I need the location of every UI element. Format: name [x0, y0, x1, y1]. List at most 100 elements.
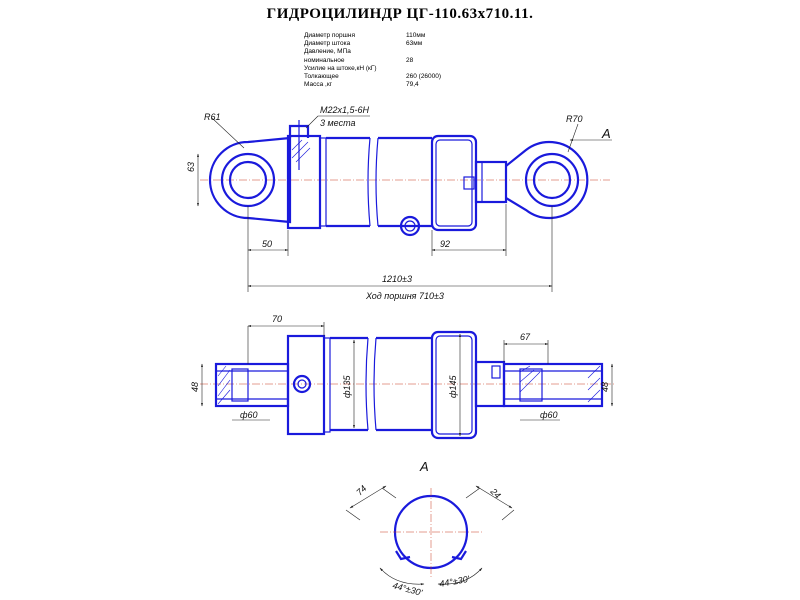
barrel-break-left [367, 137, 371, 227]
ext-74 [381, 487, 397, 499]
barrel-plan-break-right [373, 337, 377, 431]
leader-r61 [211, 117, 245, 149]
view-a: A 74 24 44°±30' 44°±30' [345, 459, 515, 598]
top-view: R61 M22x1,5-6H 3 места R70 A 63 50 92 12… [186, 105, 612, 301]
barrel-plan-right [376, 336, 432, 432]
view-a-notch-left [395, 550, 411, 561]
dim-stroke: Ход поршня 710±3 [365, 291, 444, 301]
spec-row-push: Толкающее 260 (26000) [304, 73, 484, 81]
rear-port-plan-outer [292, 374, 312, 394]
spec-row-pressure: Давление, МПа [304, 48, 484, 56]
dim-places: 3 места [320, 118, 355, 128]
spec-label: Давление, МПа [304, 48, 351, 56]
hatch-line [217, 379, 231, 397]
barrel-right-segment [378, 136, 432, 228]
barrel-plan-break-left [365, 337, 369, 431]
barrel-plan-left [330, 336, 368, 432]
front-head-plan-inner [435, 335, 473, 435]
right-clevis [502, 362, 604, 408]
rod-plan-key [491, 365, 501, 379]
dim-63: 63 [186, 162, 196, 172]
rear-port-fitting [288, 120, 311, 170]
rear-head-flange [319, 137, 327, 227]
front-head-slot [463, 176, 475, 190]
dim-thread: M22x1,5-6H [320, 105, 370, 115]
hatch-line [519, 365, 531, 373]
spec-label: Диаметр поршня [304, 32, 355, 39]
spec-row-nominal: номинальное 28 [304, 57, 484, 65]
right-eye-outline [505, 140, 589, 220]
drawing-title: ГИДРОЦИЛИНДР ЦГ-110.63х710.11. [266, 6, 534, 22]
spec-row-piston: Диаметр поршня 110мм [304, 32, 484, 40]
dim-ang-right: 44°±30' [439, 574, 471, 589]
hatch-line [587, 365, 601, 379]
barrel-port-inner [404, 220, 416, 232]
ext-24-b [501, 509, 515, 521]
spec-row-force: Усилие на штоке,кН (кГ) [304, 65, 484, 73]
dim-phi145: ф145 [448, 374, 458, 398]
spec-label: Усилие на штоке,кН (кГ) [304, 64, 377, 72]
rear-flange-plan [323, 337, 331, 433]
spec-value: 110мм [406, 32, 426, 39]
dim-line-74 [349, 485, 387, 509]
dim-48-left: 48 [190, 382, 200, 392]
dim-24: 24 [488, 486, 503, 501]
rear-head [286, 134, 322, 230]
front-head-inner [435, 139, 473, 227]
dim-50: 50 [262, 239, 272, 249]
left-bushing [231, 368, 249, 402]
spec-value: 79,4 [406, 81, 419, 89]
spec-value: 28 [406, 56, 414, 64]
hatch-line [587, 389, 601, 403]
left-clevis [214, 362, 290, 408]
hatch-line [519, 369, 535, 383]
dim-70: 70 [272, 314, 282, 324]
spec-value: 63мм [406, 40, 423, 48]
dim-line-24 [475, 485, 513, 509]
leader-r70 [567, 123, 579, 153]
spec-label: Толкающее [304, 72, 339, 80]
middle-view: 70 67 48 48 ф60 ф60 ф135 ф145 [190, 314, 615, 440]
arc-ang-right [437, 567, 483, 586]
ext-24 [465, 487, 481, 499]
spec-label: Масса ,кг [304, 81, 333, 89]
arc-ang-left [379, 567, 425, 586]
dim-48-right: 48 [600, 382, 610, 392]
barrel-break-right [375, 137, 379, 227]
left-eye-bore-inner [228, 160, 268, 200]
hatch-line [587, 377, 601, 391]
view-a-title: A [419, 459, 429, 474]
dim-r70: R70 [566, 114, 583, 124]
spec-label: Диаметр штока [304, 40, 351, 48]
view-a-arrow-label: A [601, 126, 611, 141]
dim-74: 74 [354, 483, 368, 497]
hatch-line [291, 141, 309, 159]
dim-phi60-right: ф60 [540, 410, 558, 420]
hatch-line [295, 147, 311, 163]
dim-92: 92 [440, 239, 450, 249]
piston-rod [474, 160, 508, 204]
view-a-notch-right [451, 550, 467, 561]
hatch-line [291, 139, 303, 151]
dim-1210: 1210±3 [382, 274, 412, 284]
front-head [430, 134, 478, 232]
right-bushing [519, 368, 543, 402]
dim-phi60-left: ф60 [240, 410, 258, 420]
hatch-line [217, 365, 227, 377]
hatch-line [217, 389, 231, 405]
dim-ang-left: 44°±30' [391, 580, 423, 598]
hatch-line [217, 369, 231, 387]
dim-67: 67 [520, 332, 531, 342]
hatch-line [519, 371, 541, 393]
dim-phi135: ф135 [342, 374, 352, 398]
left-eye-outline [208, 136, 292, 224]
ext-74-b [345, 509, 361, 521]
spec-value: 260 (26000) [406, 72, 442, 80]
spec-label: номинальное [304, 56, 345, 64]
right-eye-bore-inner [532, 160, 572, 200]
spec-table: Диаметр поршня 110мм Диаметр штока 63мм Да… [304, 32, 484, 89]
barrel-left-segment [326, 136, 370, 228]
leader-thread [305, 115, 319, 129]
dim-r61: R61 [204, 112, 221, 122]
